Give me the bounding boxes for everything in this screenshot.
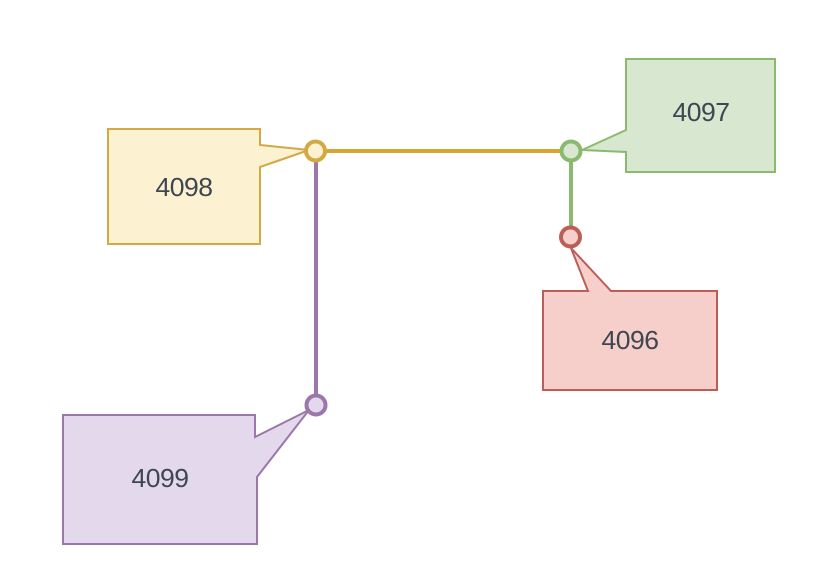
callout-label-top-left: 4098 [156,172,213,202]
node-bottom-left[interactable] [304,393,328,417]
callout-label-top-right: 4097 [673,97,730,127]
callout-label-bottom-left: 4099 [132,463,189,493]
callout-middle-right[interactable] [542,247,718,391]
callout-top-left[interactable] [107,128,310,245]
callout-label-middle-right: 4096 [602,325,659,355]
callout-bottom-left[interactable] [62,409,310,545]
callout-top-right[interactable] [581,58,776,173]
node-top-left[interactable] [304,139,327,163]
node-top-right[interactable] [559,139,583,163]
node-middle-right[interactable] [559,225,582,249]
